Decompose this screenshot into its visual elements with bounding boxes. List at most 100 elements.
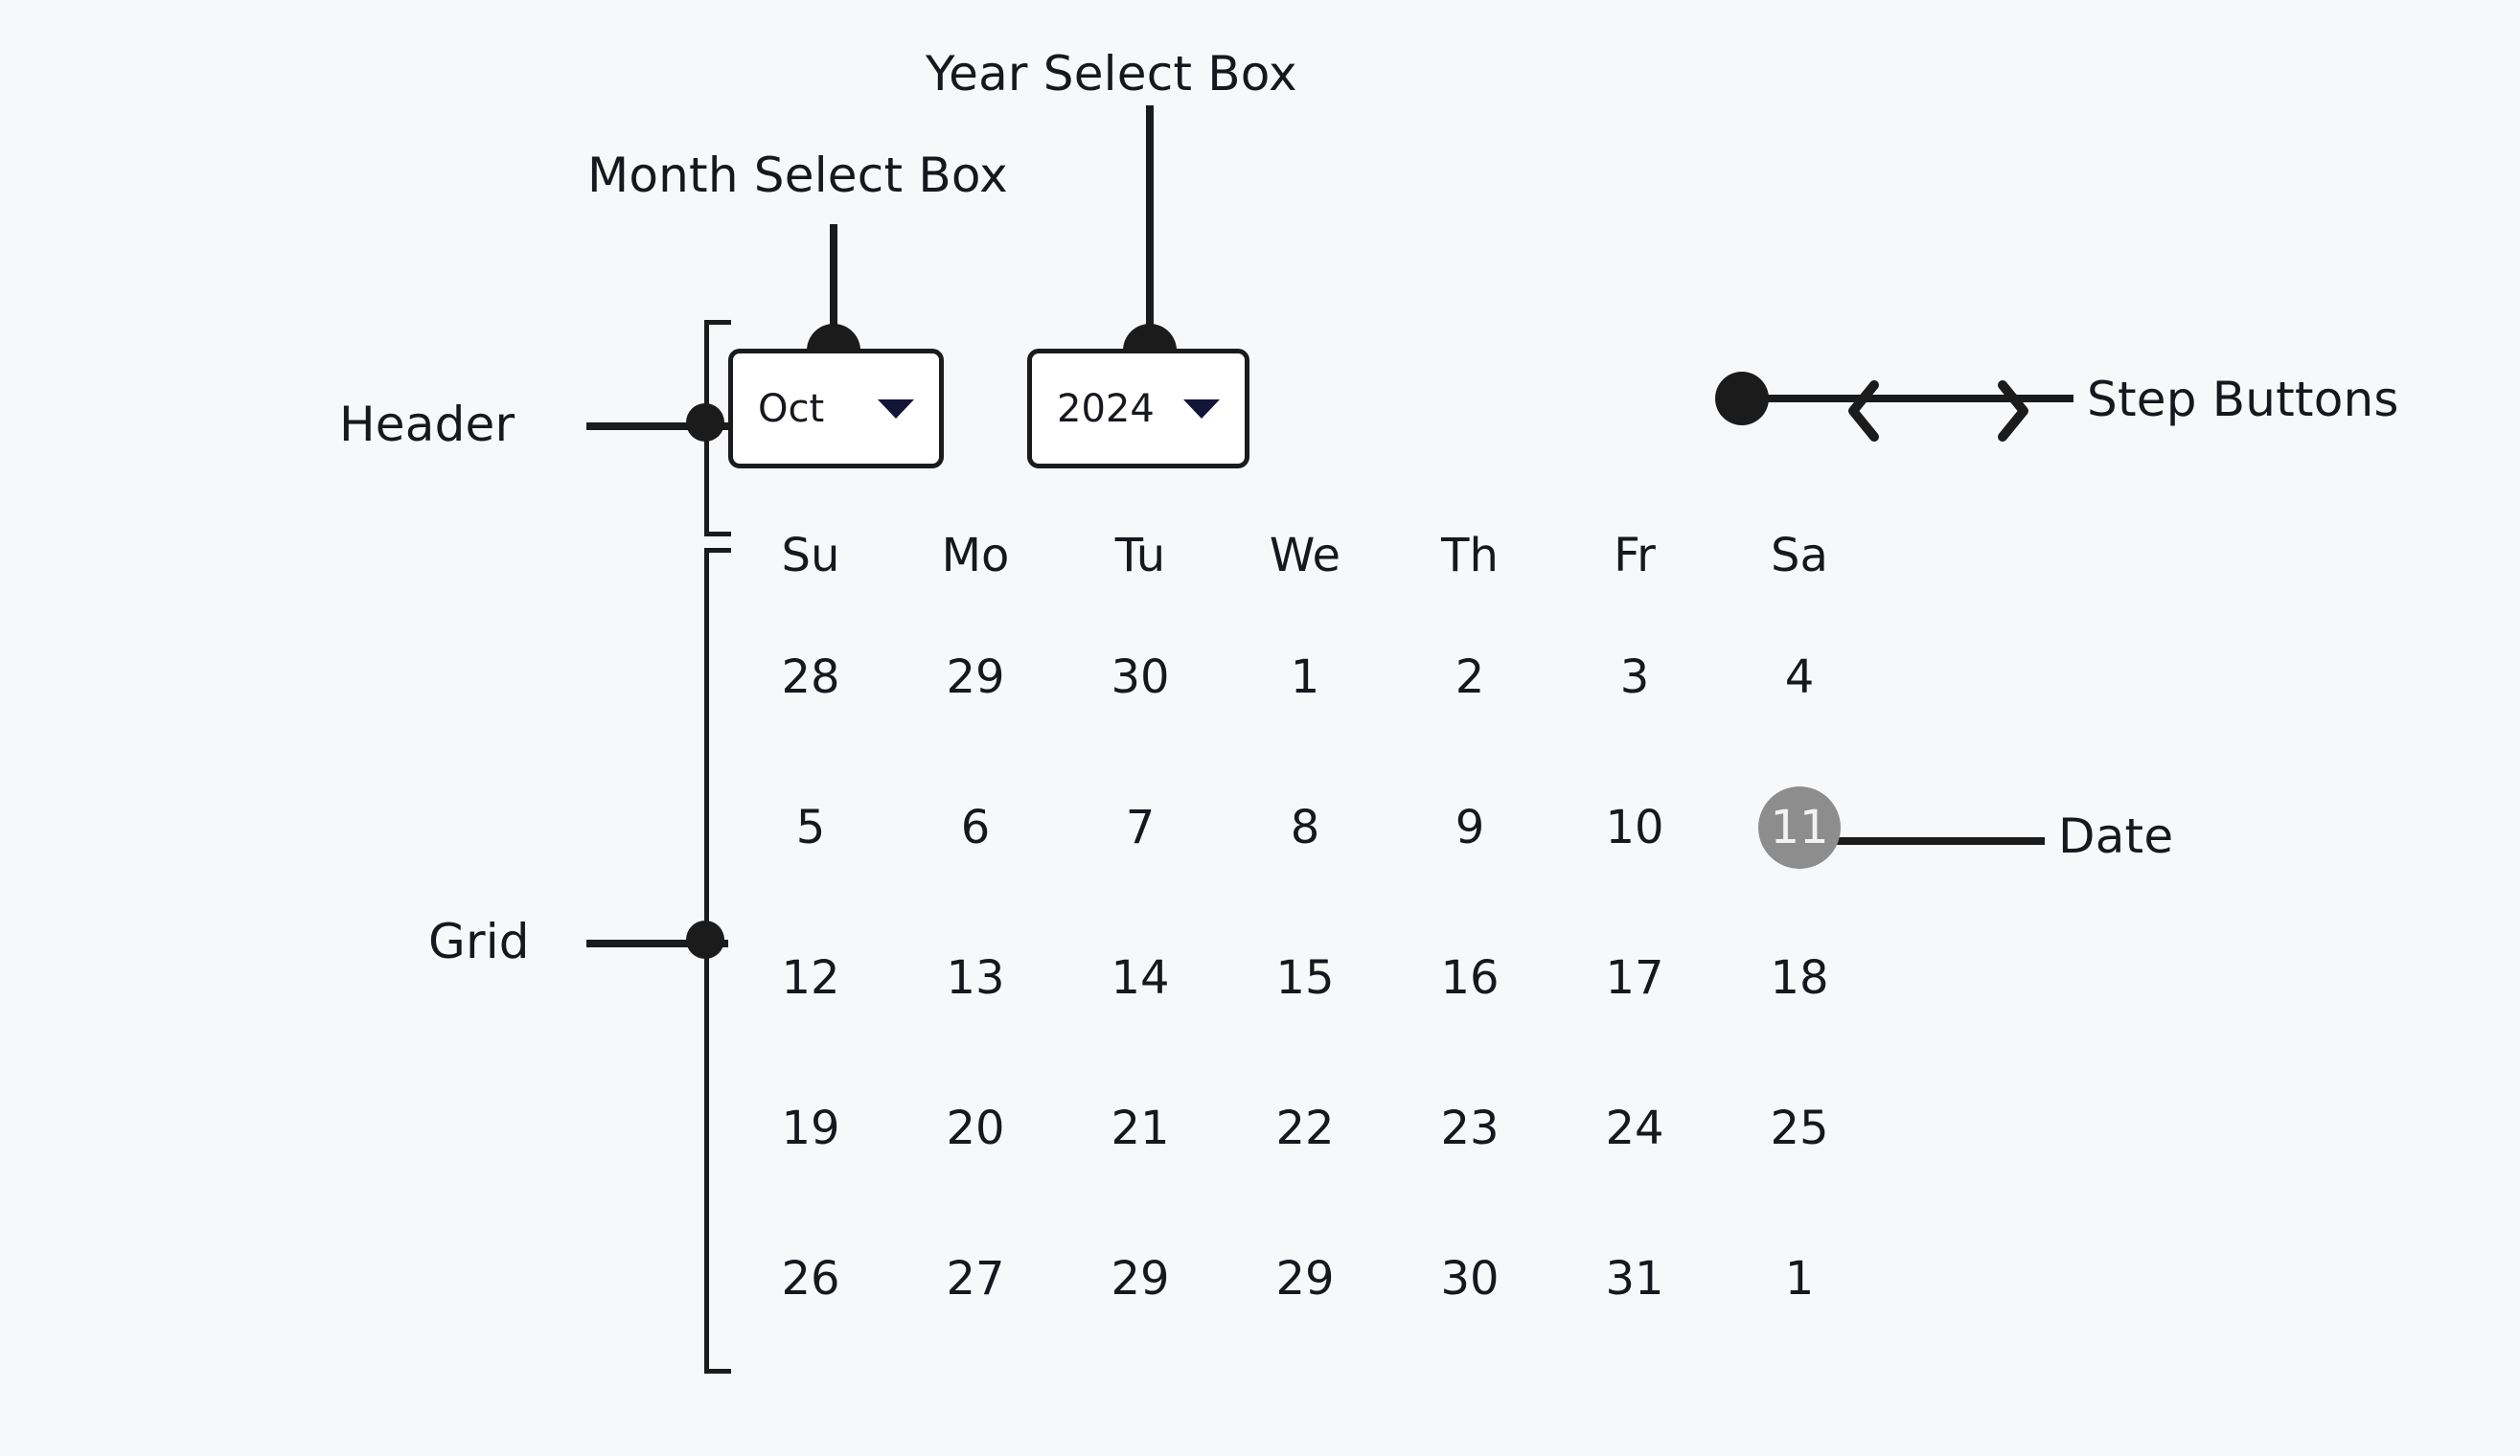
date-cell[interactable]: 8 bbox=[1223, 805, 1387, 851]
date-cell[interactable]: 31 bbox=[1552, 1256, 1717, 1302]
next-month-button[interactable] bbox=[1991, 377, 2035, 444]
date-cell[interactable]: 6 bbox=[893, 805, 1058, 851]
date-cell[interactable]: 1 bbox=[1223, 654, 1387, 700]
annotation-label-header: Header bbox=[339, 397, 515, 452]
annotation-label-date: Date bbox=[2058, 808, 2174, 864]
date-cell-number: 12 bbox=[781, 950, 840, 1005]
date-cell[interactable]: 23 bbox=[1387, 1105, 1552, 1151]
year-select-value: 2024 bbox=[1057, 386, 1155, 431]
date-cell-number: 28 bbox=[781, 649, 840, 704]
date-cell-number: 13 bbox=[946, 950, 1005, 1005]
date-cell-number: 21 bbox=[1111, 1101, 1170, 1155]
weekday-label: We bbox=[1269, 529, 1341, 582]
date-cell-number: 1 bbox=[1290, 649, 1320, 704]
date-picker-grid: Su Mo Tu We Th Fr Sa 28 29 30 1 2 3 4 5 … bbox=[728, 510, 1859, 1354]
chevron-left-icon bbox=[1848, 380, 1879, 442]
bracket-grid-spine bbox=[704, 548, 709, 1374]
date-cell[interactable]: 14 bbox=[1058, 955, 1223, 1001]
date-cell-number: 27 bbox=[946, 1251, 1005, 1306]
month-select-box[interactable]: Oct bbox=[728, 349, 944, 468]
date-cell-number: 10 bbox=[1605, 800, 1664, 854]
date-row: 19 20 21 22 23 24 25 bbox=[728, 1053, 1859, 1203]
weekday-label: Mo bbox=[941, 529, 1010, 582]
date-cell[interactable]: 21 bbox=[1058, 1105, 1223, 1151]
date-cell[interactable]: 18 bbox=[1717, 955, 1882, 1001]
date-cell[interactable]: 15 bbox=[1223, 955, 1387, 1001]
date-picker: Oct 2024 bbox=[728, 322, 2028, 1376]
chevron-right-icon bbox=[1998, 380, 2028, 442]
leader-line-grid bbox=[586, 940, 728, 947]
date-cell[interactable]: 27 bbox=[893, 1256, 1058, 1302]
date-cell[interactable]: 1 bbox=[1717, 1256, 1882, 1302]
date-cell-number: 1 bbox=[1784, 1251, 1815, 1306]
date-cell[interactable]: 28 bbox=[728, 654, 893, 700]
date-cell-number: 29 bbox=[1275, 1251, 1335, 1306]
date-cell[interactable]: 30 bbox=[1058, 654, 1223, 700]
date-cell-number: 31 bbox=[1605, 1251, 1664, 1306]
date-cell[interactable]: 29 bbox=[1223, 1256, 1387, 1302]
date-cell[interactable]: 4 bbox=[1717, 654, 1882, 700]
previous-month-button[interactable] bbox=[1842, 377, 1886, 444]
date-cell-selected[interactable]: 11 bbox=[1717, 785, 1882, 869]
date-cell-number: 14 bbox=[1111, 950, 1170, 1005]
date-cell-number: 22 bbox=[1275, 1101, 1335, 1155]
bracket-header-tick-bottom bbox=[704, 532, 731, 536]
date-cell[interactable]: 22 bbox=[1223, 1105, 1387, 1151]
month-select-value: Oct bbox=[758, 386, 825, 431]
date-cell[interactable]: 3 bbox=[1552, 654, 1717, 700]
date-cell[interactable]: 17 bbox=[1552, 955, 1717, 1001]
year-select-box[interactable]: 2024 bbox=[1027, 349, 1249, 468]
date-cell-number: 15 bbox=[1275, 950, 1335, 1005]
step-buttons-group bbox=[728, 377, 2028, 444]
date-cell-number: 24 bbox=[1605, 1101, 1664, 1155]
date-row: 5 6 7 8 9 10 11 bbox=[728, 752, 1859, 902]
date-cell-number: 16 bbox=[1440, 950, 1500, 1005]
date-cell[interactable]: 19 bbox=[728, 1105, 893, 1151]
date-cell[interactable]: 20 bbox=[893, 1105, 1058, 1151]
date-cell-number: 29 bbox=[946, 649, 1005, 704]
date-cell-number: 18 bbox=[1770, 950, 1829, 1005]
date-cell-number: 6 bbox=[960, 800, 991, 854]
date-cell-number: 30 bbox=[1440, 1251, 1500, 1306]
date-row: 26 27 29 29 30 31 1 bbox=[728, 1203, 1859, 1354]
weekday-label: Su bbox=[781, 529, 840, 582]
leader-line-month-select bbox=[830, 224, 837, 353]
bracket-grid-tick-top bbox=[704, 548, 731, 553]
date-cell-number: 19 bbox=[781, 1101, 840, 1155]
date-cell-number: 9 bbox=[1455, 800, 1485, 854]
weekday-label: Sa bbox=[1771, 529, 1828, 582]
date-cell[interactable]: 24 bbox=[1552, 1105, 1717, 1151]
date-cell[interactable]: 29 bbox=[1058, 1256, 1223, 1302]
date-cell[interactable]: 30 bbox=[1387, 1256, 1552, 1302]
date-cell-number: 8 bbox=[1290, 800, 1320, 854]
date-cell[interactable]: 5 bbox=[728, 805, 893, 851]
chevron-down-icon bbox=[1183, 398, 1220, 419]
leader-line-step-buttons bbox=[1742, 395, 2073, 402]
date-cell[interactable]: 16 bbox=[1387, 955, 1552, 1001]
date-cell[interactable]: 13 bbox=[893, 955, 1058, 1001]
date-cell[interactable]: 12 bbox=[728, 955, 893, 1001]
annotation-label-month-select-box: Month Select Box bbox=[587, 148, 1008, 203]
leader-dot-step-buttons bbox=[1715, 372, 1769, 425]
date-cell-number: 29 bbox=[1111, 1251, 1170, 1306]
date-cell[interactable]: 9 bbox=[1387, 805, 1552, 851]
date-cell[interactable]: 10 bbox=[1552, 805, 1717, 851]
date-cell[interactable]: 26 bbox=[728, 1256, 893, 1302]
date-cell-number: 17 bbox=[1605, 950, 1664, 1005]
date-cell-number: 20 bbox=[946, 1101, 1005, 1155]
date-cell[interactable]: 29 bbox=[893, 654, 1058, 700]
weekday-label: Tu bbox=[1114, 529, 1166, 582]
date-cell-number: 5 bbox=[795, 800, 826, 854]
date-row: 28 29 30 1 2 3 4 bbox=[728, 602, 1859, 752]
date-cell-number: 4 bbox=[1784, 649, 1815, 704]
weekday-label: Th bbox=[1441, 529, 1499, 582]
bracket-header-tick-top bbox=[704, 320, 731, 325]
date-cell-number: 3 bbox=[1619, 649, 1650, 704]
date-cell[interactable]: 25 bbox=[1717, 1105, 1882, 1151]
date-cell[interactable]: 7 bbox=[1058, 805, 1223, 851]
leader-line-date bbox=[1799, 837, 2045, 845]
date-cell[interactable]: 2 bbox=[1387, 654, 1552, 700]
bracket-header-spine bbox=[704, 320, 709, 536]
annotation-label-grid: Grid bbox=[428, 914, 530, 969]
